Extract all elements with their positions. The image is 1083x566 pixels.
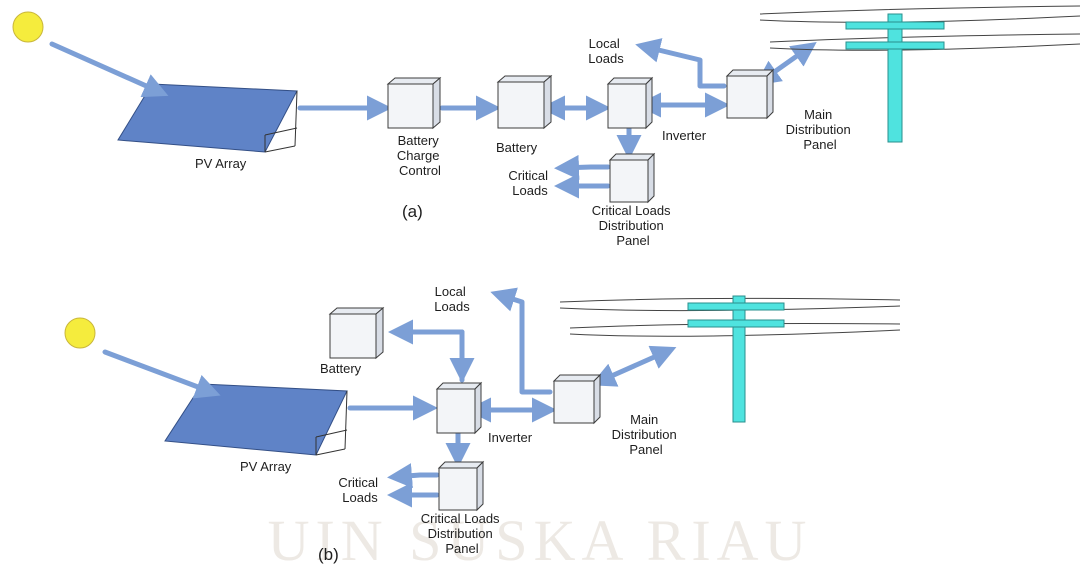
inverter-label-b: Inverter <box>488 430 533 445</box>
arrow-sun-to-pv-b <box>102 349 221 399</box>
pv-panel-icon <box>117 83 298 153</box>
battery-label-b: Battery <box>320 361 362 376</box>
pv-array-label-b: PV Array <box>240 459 292 474</box>
battery-charge-control-box <box>386 76 442 130</box>
sun-icon <box>64 317 96 349</box>
caption-a: (a) <box>402 202 423 221</box>
critical-loads-panel-box-b <box>437 460 485 512</box>
local-loads-label-b: Local Loads <box>434 284 470 314</box>
critical-loads-label-b: Critical Loads <box>338 475 381 505</box>
inverter-box-a <box>606 76 654 130</box>
critical-loads-label-a: Critical Loads <box>508 168 551 198</box>
critical-loads-panel-label-b: Critical Loads Distribution Panel <box>421 511 503 556</box>
arrow-to-critical-loads-b1 <box>387 463 440 489</box>
sun-icon <box>12 11 44 43</box>
local-loads-label-a: Local Loads <box>588 36 624 66</box>
pv-panel-icon <box>164 383 348 456</box>
critical-loads-panel-label-a: Critical Loads Distribution Panel <box>592 203 674 248</box>
main-distribution-panel-label-a: Main Distribution Panel <box>786 107 855 152</box>
utility-pole-icon-b <box>559 295 901 423</box>
battery-label-a: Battery <box>496 140 538 155</box>
watermark-text: UIN SUSKA RIAU <box>268 508 813 566</box>
pv-array-label-a: PV Array <box>195 156 247 171</box>
caption-b: (b) <box>318 545 339 564</box>
inverter-label-a: Inverter <box>662 128 707 143</box>
battery-box-a <box>496 74 553 130</box>
arrow-sun-to-pv <box>49 41 169 98</box>
arrow-to-critical-loads-a1 <box>554 154 611 180</box>
inverter-box-b <box>435 381 483 435</box>
arrow-to-battery-b <box>387 319 465 383</box>
diagram-b: PV Array Battery Inverter Main Distribut… <box>64 284 901 564</box>
battery-box-b <box>328 306 385 360</box>
arrow-to-local-loads-a <box>635 38 727 89</box>
main-distribution-panel-box-a <box>725 68 775 120</box>
utility-pole-icon-a <box>759 5 1081 143</box>
battery-charge-control-label: Battery Charge Control <box>397 133 443 178</box>
arrow-to-local-loads-b <box>490 287 553 395</box>
diagram-a: PV Array Battery Charge Control Battery … <box>12 5 1081 248</box>
main-distribution-panel-label-b: Main Distribution Panel <box>612 412 681 457</box>
main-distribution-panel-box-b <box>552 373 602 425</box>
arrow-main-panel-grid-a <box>755 41 817 86</box>
arrow-main-panel-grid-b <box>590 345 677 387</box>
critical-loads-panel-box-a <box>608 152 656 204</box>
